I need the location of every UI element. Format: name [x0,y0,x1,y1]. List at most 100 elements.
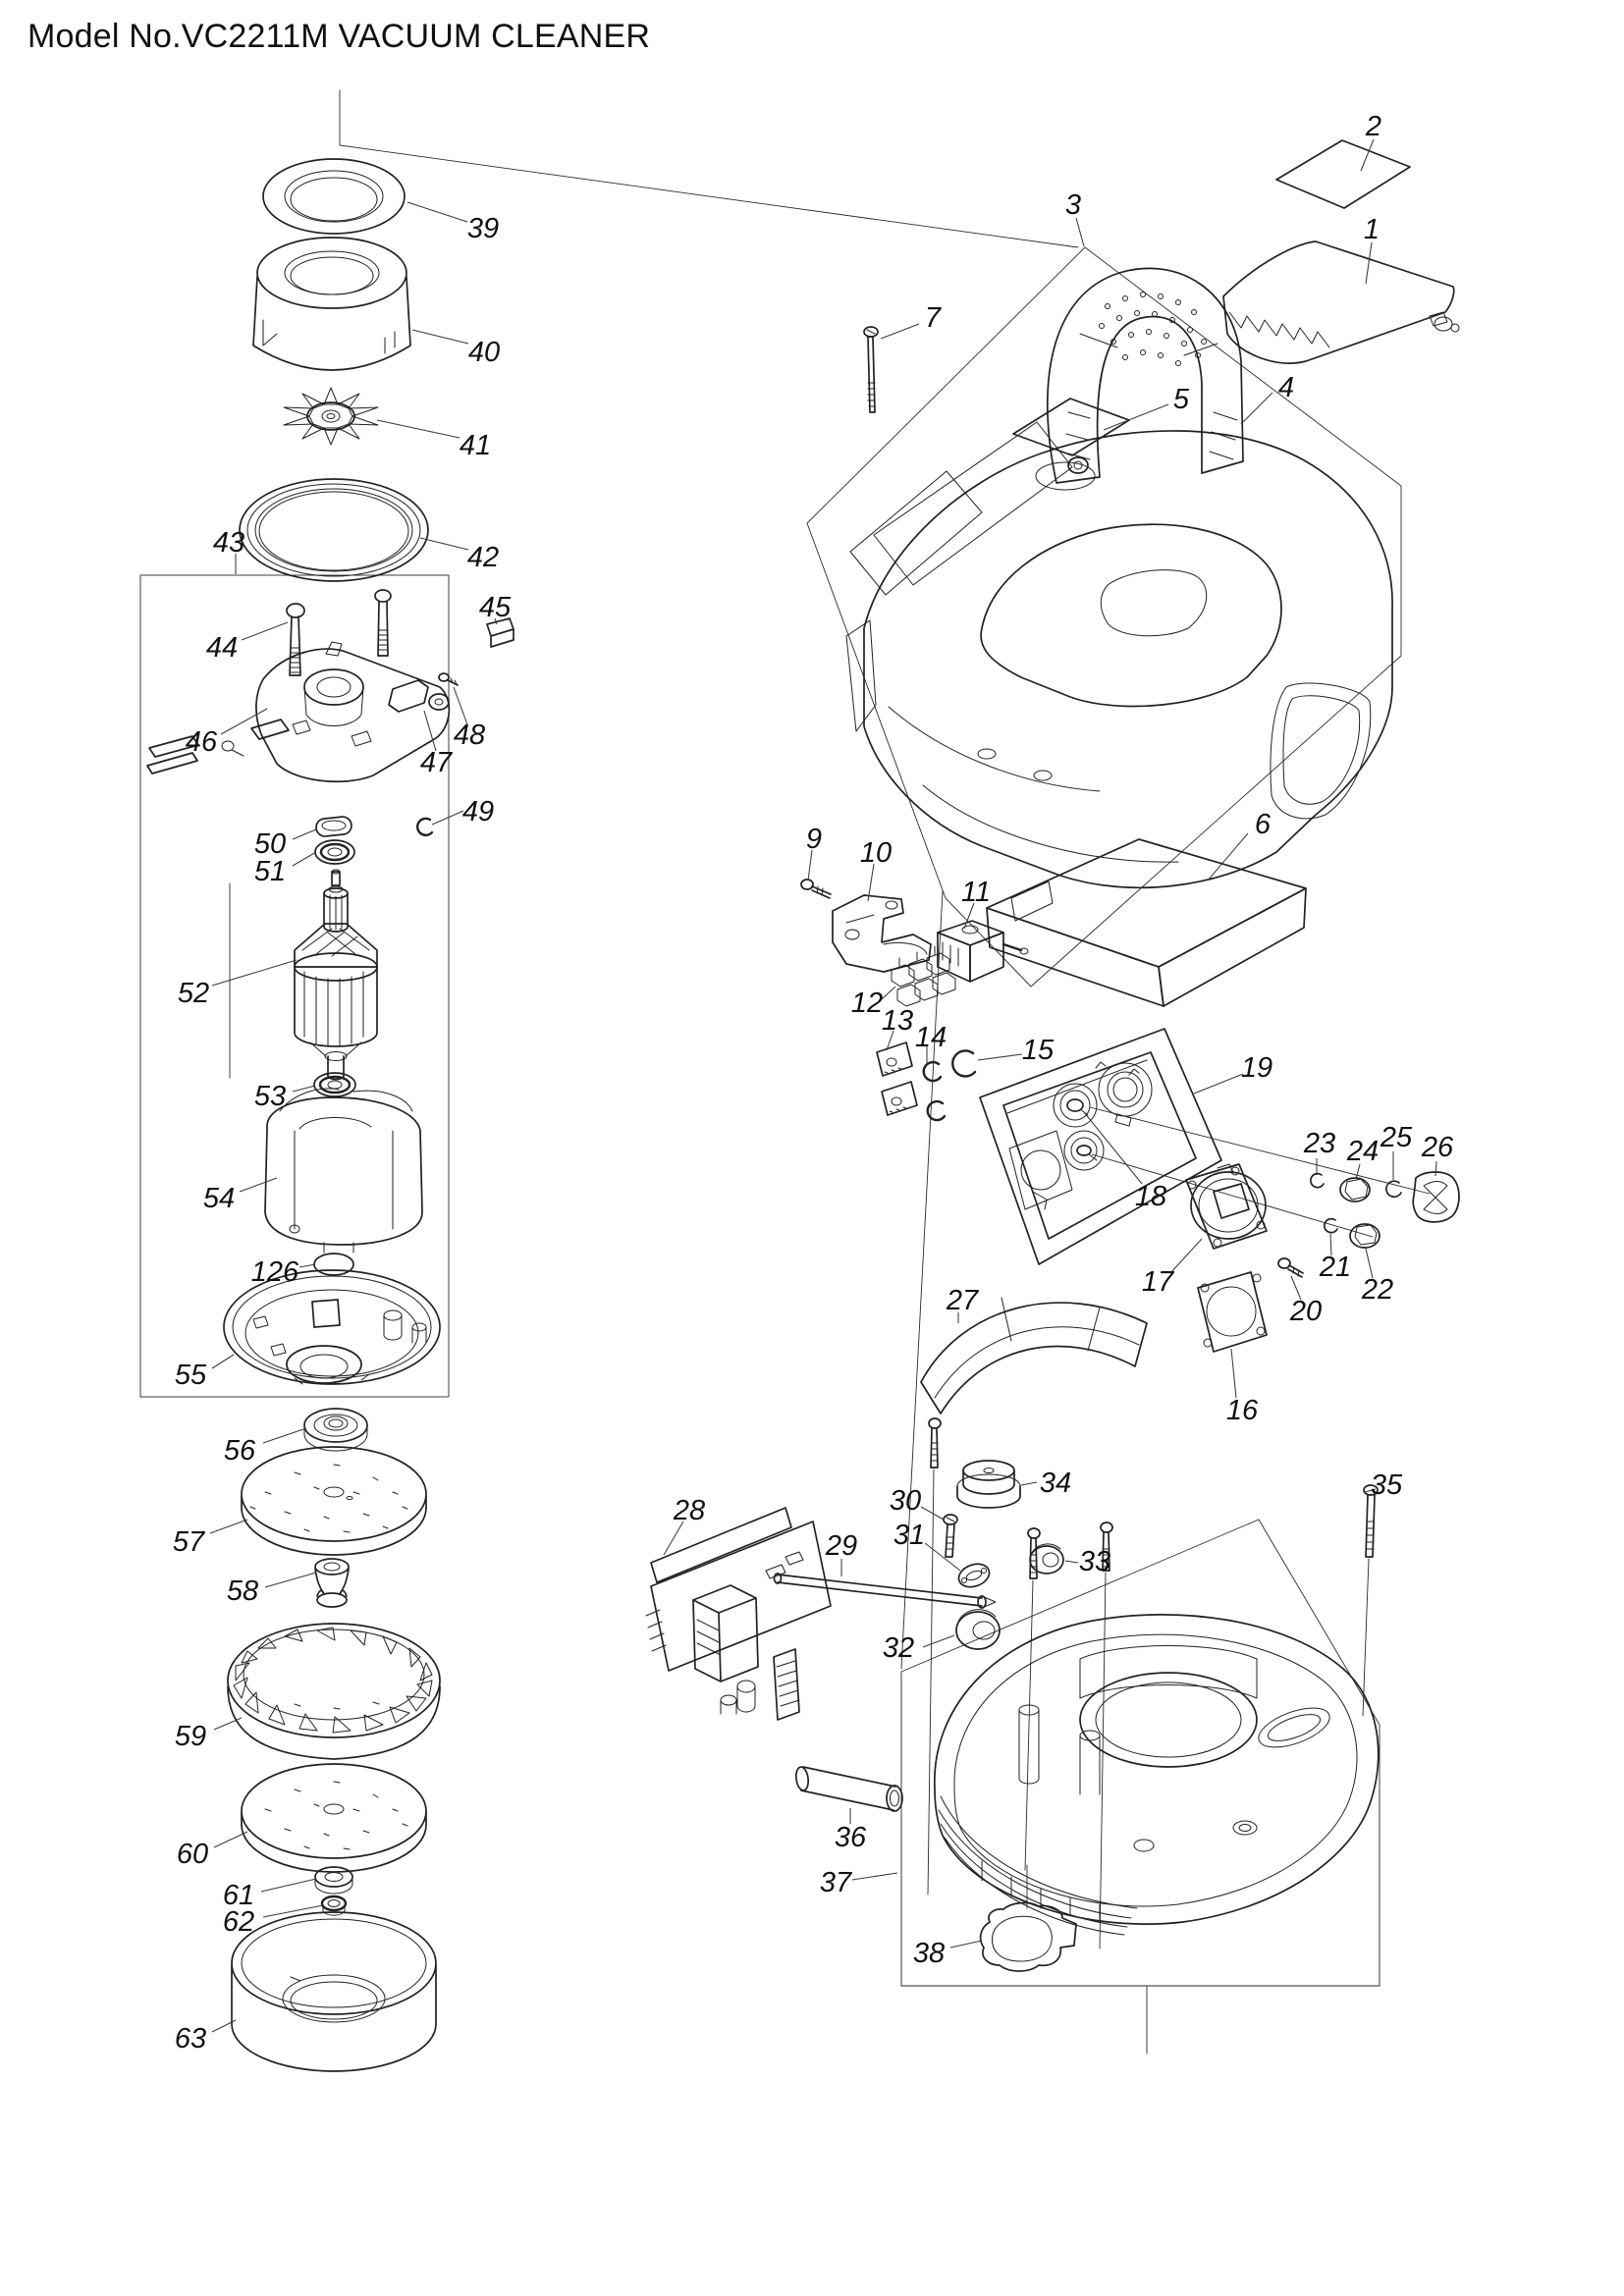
part-label-4: 4 [1278,372,1294,403]
part-leader-44 [241,621,289,641]
baffle-disc-60 [241,1763,427,1873]
part-leader-41 [376,419,460,439]
tank-cover-6 [986,838,1307,1007]
part-leader-61 [260,1878,317,1893]
part-leader-32 [922,1634,955,1648]
screw-9 [800,879,832,899]
knob-26 [1412,1171,1460,1223]
part-label-20: 20 [1289,1296,1322,1327]
part-leader-54 [239,1177,278,1193]
foot-34 [956,1460,1021,1509]
switch-plates-13 [876,1041,918,1116]
part-leader-5 [1103,403,1169,431]
part-label-126: 126 [251,1256,299,1288]
part-leader-35 [1364,1488,1377,1493]
carry-handle-4 [1047,267,1244,484]
part-leader-17 [1169,1238,1203,1274]
part-label-49: 49 [462,796,494,828]
clamp-31 [957,1563,991,1588]
part-label-55: 55 [175,1360,207,1391]
part-leader-19 [1193,1073,1244,1095]
part-label-14: 14 [915,1022,947,1053]
part-label-6: 6 [1255,809,1272,840]
part-leader-42 [419,537,469,551]
part-label-12: 12 [851,988,883,1019]
part-leader-9 [807,849,813,881]
part-leader-60 [213,1831,248,1848]
part-label-28: 28 [673,1495,705,1526]
part-label-11: 11 [961,877,991,908]
part-label-63: 63 [175,2023,206,2055]
screw-48 [438,672,459,686]
part-label-9: 9 [806,824,822,855]
part-label-7: 7 [925,302,943,334]
projection-lines [139,89,1402,2055]
part-leader-22 [1365,1248,1374,1279]
part-leader-12 [881,986,896,1000]
part-label-23: 23 [1303,1128,1335,1159]
o-ring-21 [1324,1217,1338,1234]
switch-11 [937,920,1029,983]
terminal-block-12 [891,945,956,1007]
panel-19 [979,1028,1222,1265]
part-label-51: 51 [254,856,286,887]
o-ring-23 [1310,1172,1325,1189]
screw-35 [1362,1484,1379,1717]
brush-holder-47 [388,679,450,713]
part-leader-3 [1075,217,1085,247]
cord-bracket-10 [832,894,932,973]
part-leader-34 [1020,1481,1038,1486]
part-label-58: 58 [227,1575,258,1607]
page-title: Model No.VC2211M VACUUM CLEANER [27,18,651,55]
part-leader-45 [494,617,498,625]
part-leader-1 [1365,241,1373,285]
fan-blade-41 [283,387,379,446]
part-label-46: 46 [186,726,218,758]
part-leader-10 [867,863,875,902]
part-leader-18 [1083,1111,1143,1185]
part-leader-4 [1240,392,1273,425]
roller-33 [1029,1543,1064,1575]
baffle-disc-57 [241,1446,427,1556]
part-leader-57 [209,1519,248,1534]
part-leader-46 [220,708,268,735]
part-label-57: 57 [173,1526,206,1558]
washer-61 [314,1866,353,1895]
drain-gasket-38 [979,1864,1077,1972]
part-leader-2 [1360,138,1375,172]
part-label-33: 33 [1079,1546,1110,1577]
screw-20 [1277,1257,1304,1278]
part-leader-30 [920,1506,945,1521]
bumper-arc-27 [920,1297,1148,1415]
part-label-32: 32 [883,1632,914,1664]
part-leader-63 [211,2019,237,2033]
part-label-19: 19 [1241,1052,1272,1084]
part-label-2: 2 [1365,111,1381,142]
part-leader-6 [1207,832,1249,881]
part-leader-33 [1064,1560,1079,1564]
part-label-36: 36 [835,1822,867,1853]
part-label-17: 17 [1142,1266,1175,1298]
part-leader-40 [411,329,469,345]
rod-29 [773,1573,997,1609]
part-leader-52 [211,959,298,987]
e-clips-14 [922,1060,947,1122]
part-leader-56 [262,1427,307,1444]
motor-base-55 [223,1269,441,1385]
part-label-59: 59 [175,1721,206,1752]
part-leader-51 [292,851,317,867]
part-label-40: 40 [468,337,500,368]
part-label-39: 39 [467,213,499,244]
bearing-53 [313,1072,356,1097]
seal-ring-39 [262,158,406,235]
bearing-51 [314,839,355,865]
part-label-47: 47 [420,747,454,778]
part-label-22: 22 [1361,1274,1393,1306]
part-label-25: 25 [1380,1122,1413,1153]
part-leader-20 [1290,1275,1302,1301]
gasket-16 [1197,1271,1268,1353]
part-leader-47 [423,710,437,752]
part-label-27: 27 [946,1285,980,1316]
screws-44 [286,589,392,676]
